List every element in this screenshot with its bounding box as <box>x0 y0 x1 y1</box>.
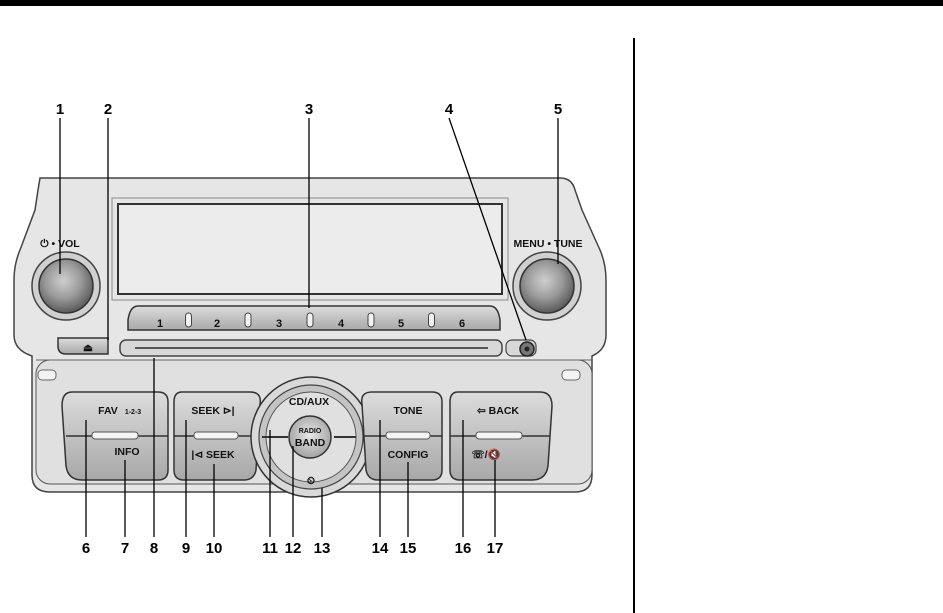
callout-17: 17 <box>487 540 504 557</box>
preset-buttons: 1 2 3 4 5 6 <box>157 312 465 330</box>
seek-up-label: SEEK ⊳| <box>191 405 234 417</box>
preset-button-5[interactable]: 5 <box>398 318 404 330</box>
fav-label: FAV <box>98 405 118 417</box>
fav-sub-label: 1-2-3 <box>125 409 141 416</box>
column-divider <box>633 38 635 613</box>
tone-config-button[interactable] <box>360 391 443 481</box>
callout-13: 13 <box>314 540 331 557</box>
clock-icon: ⏲ <box>307 475 316 487</box>
preset-label: 2 <box>214 318 220 330</box>
callout-10: 10 <box>206 540 223 557</box>
radio-band-button[interactable] <box>288 415 332 459</box>
preset-separator <box>185 312 192 328</box>
eject-icon: ⏏ <box>83 342 94 354</box>
page-top-rule <box>0 0 943 6</box>
preset-button-6[interactable]: 6 <box>459 318 465 330</box>
callout-leader-lines <box>59 117 559 537</box>
preset-separator <box>428 312 435 328</box>
callout-15: 15 <box>400 540 417 557</box>
preset-label: 4 <box>338 318 345 330</box>
preset-label: 6 <box>459 318 465 330</box>
callout-8: 8 <box>150 540 158 557</box>
callout-9: 9 <box>182 540 190 557</box>
aux-input-jack[interactable] <box>505 339 537 357</box>
back-label: ⇦ BACK <box>476 405 519 417</box>
callout-2: 2 <box>104 101 112 118</box>
cd-slot <box>119 339 503 357</box>
preset-label: 5 <box>398 318 404 330</box>
back-phone-button[interactable] <box>449 391 553 481</box>
radio-label: RADIO <box>299 428 322 435</box>
callout-11: 11 <box>262 540 278 557</box>
preset-separator <box>244 312 252 328</box>
preset-button-3[interactable]: 3 <box>276 318 282 330</box>
callout-16: 16 <box>455 540 472 557</box>
cd-aux-label: CD/AUX <box>289 396 329 408</box>
preset-bar <box>127 305 501 331</box>
preset-button-2[interactable]: 2 <box>214 318 220 330</box>
preset-label: 1 <box>157 318 163 330</box>
callout-3: 3 <box>305 101 313 118</box>
power-volume-knob[interactable] <box>31 251 101 321</box>
callout-7: 7 <box>121 540 129 557</box>
fav-info-button[interactable] <box>61 391 169 481</box>
preset-label: 3 <box>276 318 282 330</box>
menu-tune-label: MENU • TUNE <box>513 238 582 250</box>
callout-5: 5 <box>554 101 562 118</box>
tone-label: TONE <box>394 405 423 417</box>
phone-mute-icon: ☏/🔇 <box>471 448 500 461</box>
preset-button-1[interactable]: 1 <box>157 318 163 330</box>
callout-4: 4 <box>445 101 454 118</box>
seek-down-label: |⊲ SEEK <box>191 449 235 461</box>
display-screen <box>111 197 509 301</box>
band-label: BAND <box>295 437 326 449</box>
seek-buttons[interactable] <box>173 391 262 481</box>
callout-14: 14 <box>372 540 389 557</box>
eject-button[interactable]: ⏏ <box>57 337 109 355</box>
config-label: CONFIG <box>388 449 429 461</box>
preset-separator <box>306 312 314 328</box>
callout-12: 12 <box>285 540 302 557</box>
callout-6: 6 <box>82 540 90 557</box>
preset-separator <box>367 312 375 328</box>
info-label: INFO <box>114 446 139 458</box>
menu-tune-knob[interactable] <box>512 251 582 321</box>
callout-1: 1 <box>56 101 64 118</box>
preset-button-4[interactable]: 4 <box>338 318 345 330</box>
